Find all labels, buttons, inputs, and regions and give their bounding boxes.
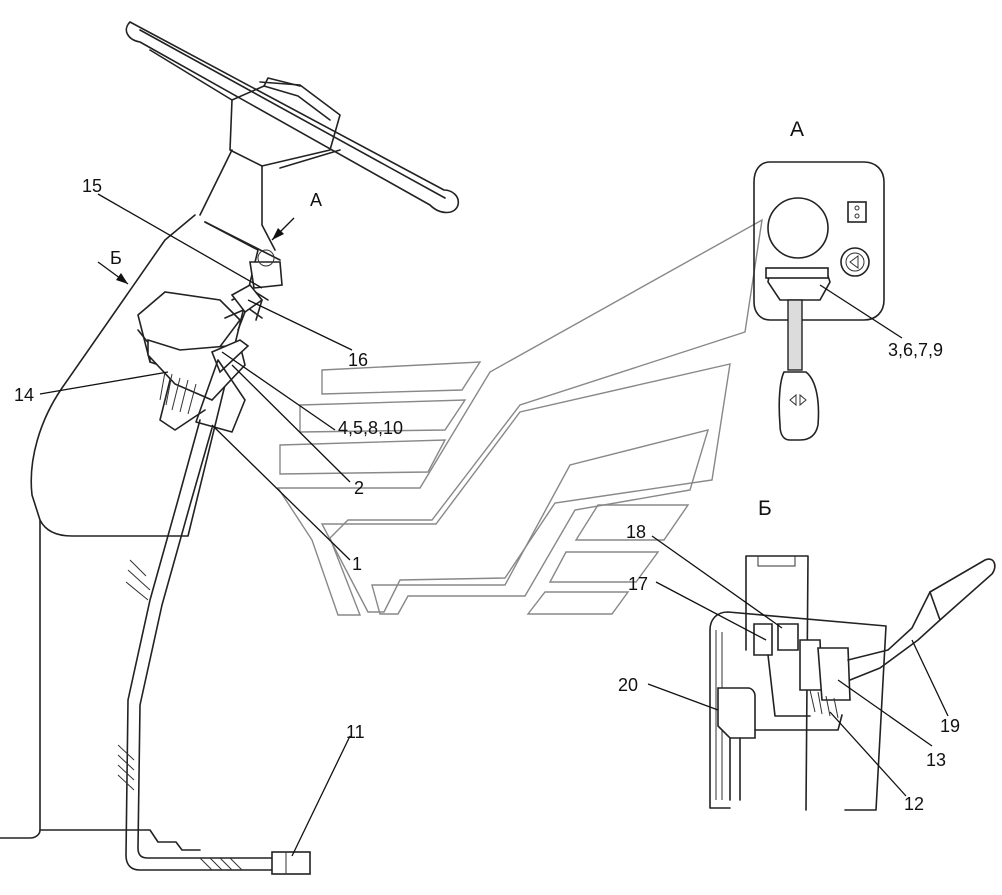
connector-15 <box>230 249 283 331</box>
callout-3-6-7-9: 3,6,7,9 <box>888 340 943 360</box>
view-a-panel <box>753 161 885 441</box>
callout-2: 2 <box>354 478 364 498</box>
view-b-panel <box>709 555 996 811</box>
dashboard-panel-outline <box>276 218 763 616</box>
labels: А Б А Б 15 16 14 4,5,8,10 2 1 11 3,6,7,9… <box>14 118 960 814</box>
callout-1: 1 <box>352 554 362 574</box>
view-b-title: Б <box>758 497 772 520</box>
callout-12: 12 <box>904 794 924 814</box>
main-harness-cable <box>117 419 273 871</box>
callout-11: 11 <box>346 722 365 742</box>
callout-4-5-8-10: 4,5,8,10 <box>338 418 403 438</box>
leader-lines <box>39 193 949 857</box>
column-shroud <box>0 214 281 851</box>
combination-switch <box>137 289 269 433</box>
connector-11 <box>271 851 311 875</box>
callout-17: 17 <box>628 574 648 594</box>
steering-column <box>199 149 341 251</box>
callout-19: 19 <box>940 716 960 736</box>
callout-20: 20 <box>618 675 638 695</box>
view-a-arrow-label: А <box>310 190 322 210</box>
view-a-title: А <box>790 118 804 141</box>
steering-wheel <box>125 21 460 214</box>
view-b-arrow-label: Б <box>110 248 122 268</box>
callout-16: 16 <box>348 350 368 370</box>
callout-13: 13 <box>926 750 946 770</box>
callout-14: 14 <box>14 385 34 405</box>
callout-18: 18 <box>626 522 646 542</box>
callout-15: 15 <box>82 176 102 196</box>
